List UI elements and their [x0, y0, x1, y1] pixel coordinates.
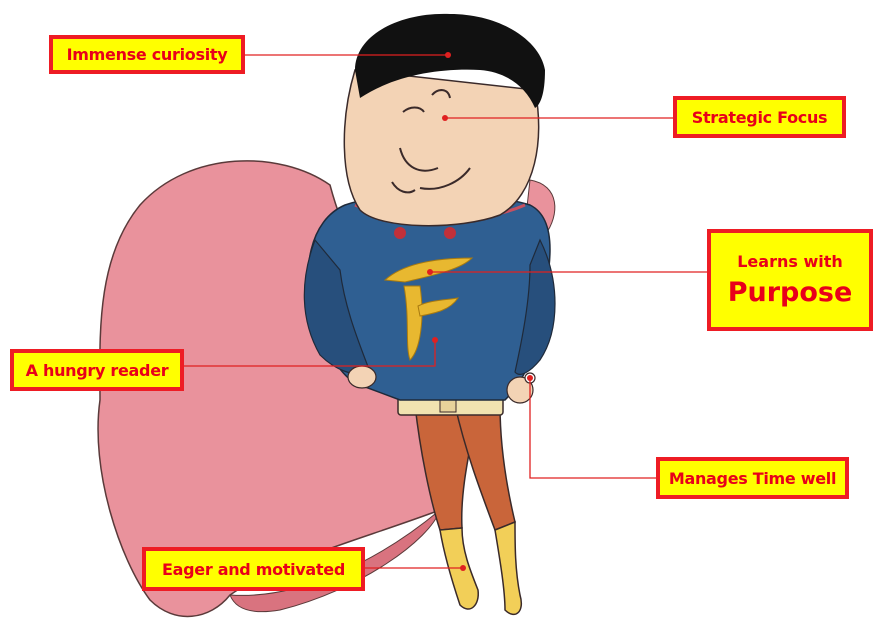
label-hungry-reader-text: A hungry reader	[26, 361, 169, 380]
dot-time	[527, 375, 533, 381]
dot-eager	[460, 565, 466, 571]
label-eager-motivated: Eager and motivated	[142, 547, 365, 591]
label-learns-with-purpose: Learns with Purpose	[707, 229, 873, 331]
label-learns-line1: Learns with	[737, 252, 843, 271]
label-strategic-focus-text: Strategic Focus	[692, 108, 828, 127]
dot-curiosity	[445, 52, 451, 58]
label-strategic-focus: Strategic Focus	[673, 96, 846, 138]
dot-reader	[432, 337, 438, 343]
label-manages-time: Manages Time well	[656, 457, 849, 499]
label-immense-curiosity: Immense curiosity	[49, 35, 245, 74]
label-immense-curiosity-text: Immense curiosity	[67, 45, 228, 64]
label-eager-motivated-text: Eager and motivated	[162, 560, 345, 579]
dot-learns	[427, 269, 433, 275]
label-learns-line2: Purpose	[728, 277, 853, 308]
label-hungry-reader: A hungry reader	[10, 349, 184, 391]
label-manages-time-text: Manages Time well	[669, 469, 836, 488]
dot-strategic	[442, 115, 448, 121]
leader-time	[530, 378, 656, 478]
